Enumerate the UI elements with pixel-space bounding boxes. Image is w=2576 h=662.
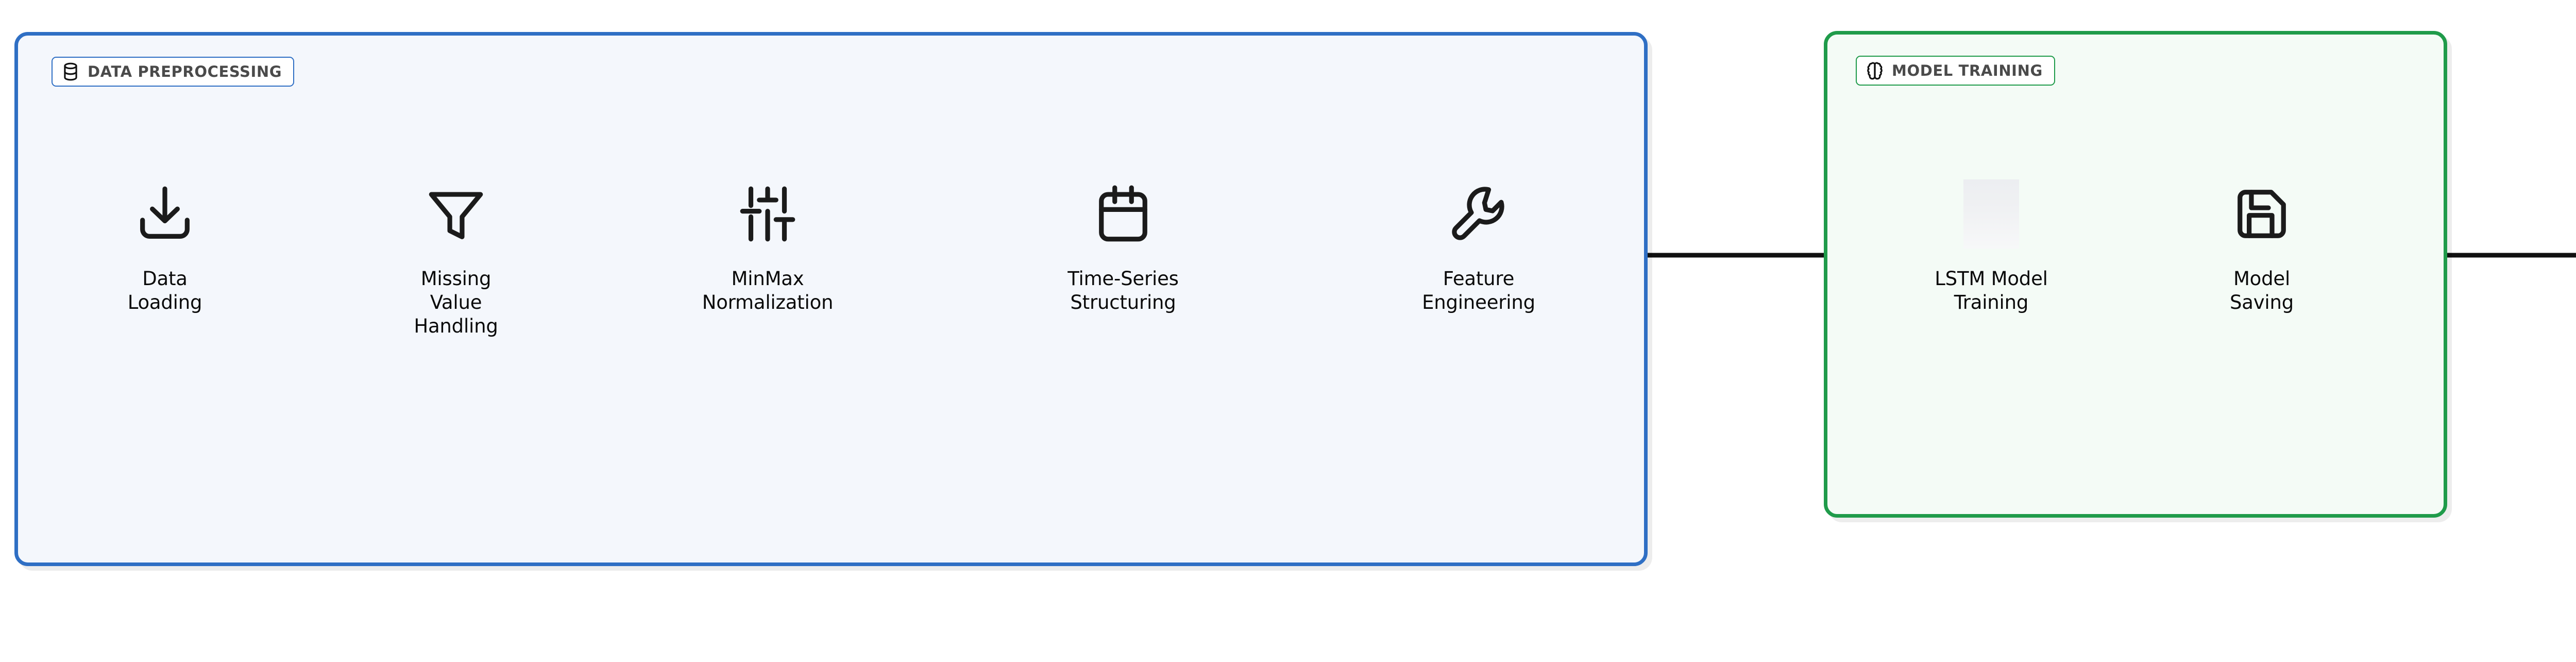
node-time-series-structuring[interactable]: Time-Series Structuring — [1046, 170, 1200, 315]
node-missing-value-handling[interactable]: Missing Value Handling — [379, 170, 533, 338]
node-data-loading[interactable]: Data Loading — [88, 170, 242, 315]
missing-glyph-placeholder-icon — [1963, 170, 2019, 258]
node-label: MinMax Normalization — [702, 268, 834, 313]
wrench-icon — [1445, 170, 1512, 258]
sliders-icon — [734, 170, 801, 258]
brain-icon — [1865, 61, 1885, 80]
node-label: Data Loading — [127, 268, 202, 313]
node-label: Feature Engineering — [1422, 268, 1535, 313]
node-label: LSTM Model Training — [1935, 268, 2048, 313]
funnel-icon — [422, 170, 489, 258]
node-lstm-model-training[interactable]: LSTM Model Training — [1914, 170, 2069, 315]
node-label: Time-Series Structuring — [1067, 268, 1179, 313]
download-tray-icon — [131, 170, 198, 258]
node-label: Missing Value Handling — [414, 268, 498, 337]
node-minmax-normalization[interactable]: MinMax Normalization — [690, 170, 845, 315]
floppy-save-icon — [2228, 170, 2295, 258]
group-title-data-preprocessing: DATA PREPROCESSING — [52, 57, 295, 87]
database-icon — [61, 62, 80, 81]
group-model-training — [1824, 31, 2447, 518]
group-title-label: DATA PREPROCESSING — [88, 62, 282, 80]
node-model-saving[interactable]: Model Saving — [2184, 170, 2339, 315]
group-title-label: MODEL TRAINING — [1892, 61, 2043, 79]
group-title-model-training: MODEL TRAINING — [1856, 56, 2055, 86]
node-label: Model Saving — [2229, 268, 2294, 313]
group-data-preprocessing — [14, 32, 1648, 566]
node-feature-engineering[interactable]: Feature Engineering — [1401, 170, 1556, 315]
calendar-icon — [1090, 170, 1157, 258]
